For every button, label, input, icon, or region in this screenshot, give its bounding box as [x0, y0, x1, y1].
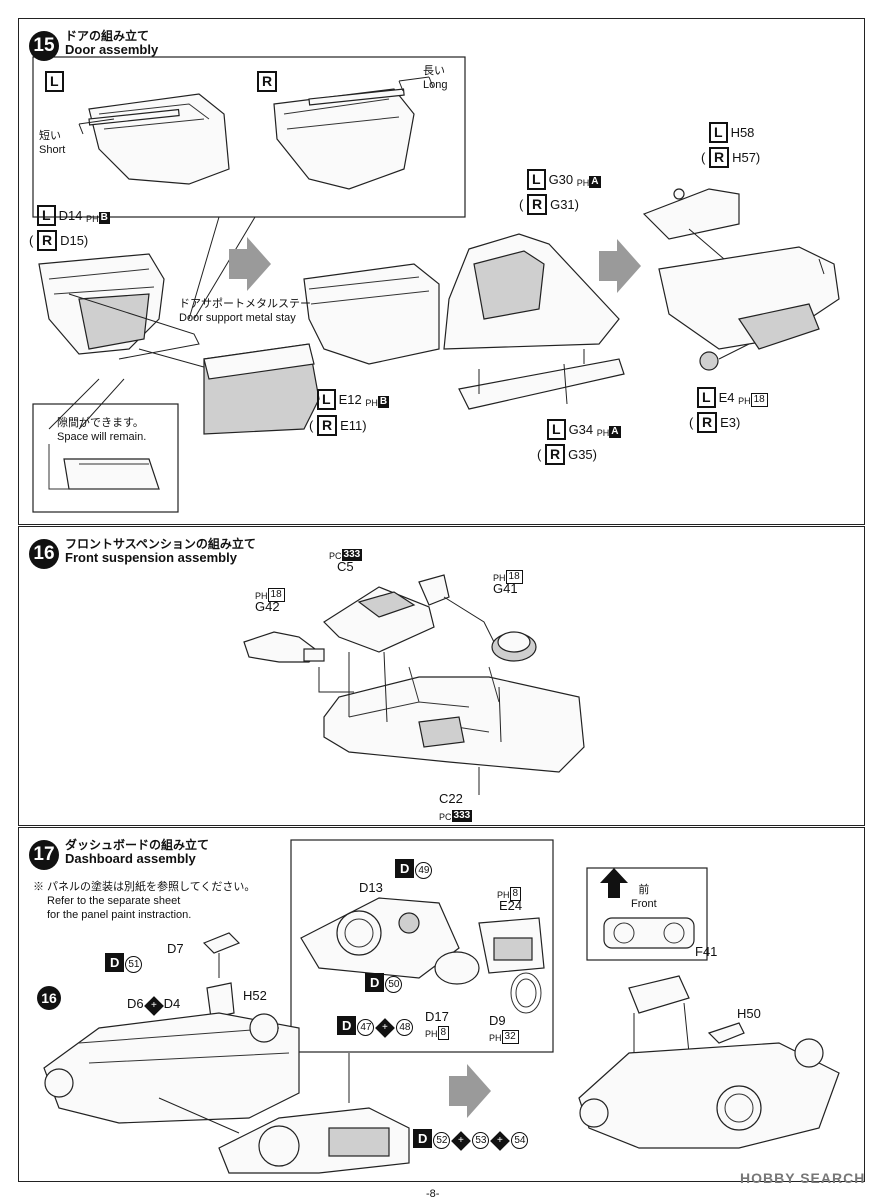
step-title-en: Door assembly [65, 42, 159, 57]
step-title-en: Dashboard assembly [65, 851, 196, 866]
part-c22: C22 [439, 791, 463, 806]
step-16-panel: 16 フロントサスペンションの組み立て Front suspension ass… [18, 526, 865, 826]
step-number: 15 [29, 31, 59, 61]
panel-paint-note: ※ パネルの塗装は別紙を参照してください。 Refer to the separ… [33, 881, 256, 921]
step-number: 17 [29, 840, 59, 870]
part-c5: C5 [337, 559, 354, 574]
inset-left-label: L [45, 71, 67, 92]
part-g41: G41 [493, 581, 518, 596]
step-title-jp: フロントサスペンションの組み立て [65, 537, 256, 551]
step-17-illustration [43, 839, 840, 1174]
ref-step-16: 16 [37, 986, 61, 1010]
step-title-jp: ダッシュボードの組み立て [65, 838, 210, 852]
watermark: HOBBY SEARCH [740, 1170, 866, 1186]
step-17-panel: 17 ダッシュボードの組み立て Dashboard assembly ※ パネル… [18, 827, 865, 1182]
part-d7: D7 [167, 941, 184, 956]
part-d13: D13 [359, 880, 383, 895]
inset-right-label: R [257, 71, 280, 92]
step-number: 16 [29, 539, 59, 569]
part-h50: H50 [737, 1006, 761, 1021]
part-e24: E24 [499, 898, 523, 913]
part-d6-d4: D6+D4 [127, 996, 180, 1016]
step-title-jp: ドアの組み立て [65, 29, 150, 43]
page-number: -8- [426, 1188, 440, 1200]
step-title-en: Front suspension assembly [65, 550, 237, 565]
part-h52: H52 [243, 988, 267, 1003]
step-16-illustration [243, 574, 585, 795]
step-15-illustration [32, 56, 840, 513]
gap-label: 隙間ができます。Space will remain. [57, 417, 147, 443]
part-f41: F41 [695, 944, 718, 959]
part-g42: G42 [255, 599, 280, 614]
